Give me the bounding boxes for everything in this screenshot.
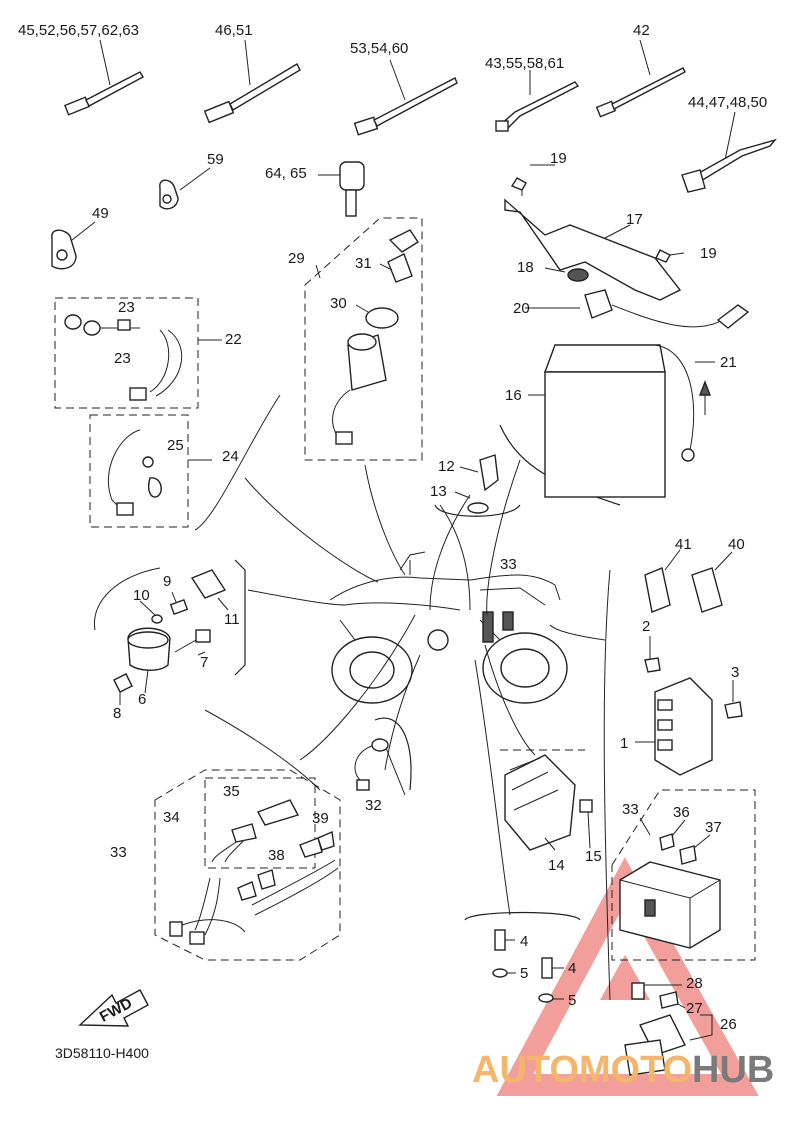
callout-label: 34 [163,809,180,826]
sensor-box-24 [89,414,212,528]
battery-16 [499,289,750,506]
callout-label: 30 [330,295,347,312]
callout-label: 59 [207,151,224,168]
callout-label: 64, 65 [265,165,307,182]
callout-label: 33 [110,844,127,861]
callout-label: 12 [438,458,455,475]
bracket-17 [504,164,685,301]
cable-tie-43 [495,70,580,132]
callout-label: 16 [505,387,522,404]
cable-tie-53 [353,59,458,136]
fuse-box [611,789,756,961]
clip-49 [51,221,96,270]
rectifier-14 [500,749,593,851]
callout-label: 43,55,58,61 [485,55,564,72]
callout-label: 42 [633,22,650,39]
callout-label: 28 [686,975,703,992]
thermo-switch [434,454,521,517]
callout-label: 2 [642,618,650,635]
ignition-key [318,161,365,217]
clip-59 [159,167,211,210]
callout-label: 21 [720,354,737,371]
callout-label: 19 [700,245,717,262]
callout-label: 3 [731,664,739,681]
wire-harness-box [154,769,341,961]
callout-label: 41 [675,536,692,553]
callout-label: 5 [568,992,576,1009]
callout-label: 46,51 [215,22,253,39]
sensor-32 [354,717,412,796]
main-switch-box [304,217,423,461]
callout-label: 8 [113,705,121,722]
callout-label: 15 [585,848,602,865]
callout-label: 20 [513,300,530,317]
callout-label: 40 [728,536,745,553]
callout-label: 18 [517,259,534,276]
callout-label: 38 [268,847,285,864]
callout-label: 1 [620,735,628,752]
callout-label: 5 [520,965,528,982]
callout-label: 4 [568,960,576,977]
callout-label: 33 [622,801,639,818]
callout-label: 27 [686,1000,703,1017]
callout-label: 35 [223,783,240,800]
watermark-logo: AUTOMOTO HUB [472,1049,774,1091]
cable-tie-42 [595,39,686,118]
callout-label: 25 [167,437,184,454]
callout-label: 33 [500,556,517,573]
callout-label: 22 [225,331,242,348]
leader-lines [194,394,611,1001]
relays-cdi [635,549,743,776]
callout-label: 23 [118,299,135,316]
callout-label: 10 [133,587,150,604]
callout-label: 49 [92,205,109,222]
callout-label: 53,54,60 [350,40,408,57]
callout-label: 4 [520,933,528,950]
callout-label: 44,47,48,50 [688,94,767,111]
cap-assy-22 [54,297,222,409]
callout-label: 11 [224,611,240,628]
callout-label: 19 [550,150,567,167]
ignition-coil [93,559,246,705]
callout-label: 13 [430,483,447,500]
fwd-arrow-icon: FWD [78,989,149,1027]
callout-label: 45,52,56,57,62,63 [18,22,139,39]
diagram-code: 3D58110-H400 [55,1045,149,1061]
callout-label: 36 [673,804,690,821]
callout-label: 14 [548,857,565,874]
callout-labels: 45,52,56,57,62,63 46,51 53,54,60 43,55,5… [18,22,767,1033]
callout-label: 31 [355,255,372,272]
callout-label: 6 [138,691,146,708]
callout-label: 9 [163,573,171,590]
watermark-text-left: AUTOMOTO [472,1049,692,1091]
callout-label: 23 [114,350,131,367]
cable-tie-46 [203,39,301,124]
callout-label: 29 [288,250,305,267]
callout-label: 39 [312,810,329,827]
bolts-and-relay [464,911,713,1076]
atv-body [329,551,568,704]
callout-label: 7 [200,654,208,671]
cable-tie-45 [64,39,144,116]
callout-label: 32 [365,797,382,814]
cable-clamp-44 [681,111,777,193]
callout-label: 17 [626,211,643,228]
watermark-text-right: HUB [692,1049,774,1091]
callout-label: 24 [222,448,239,465]
callout-label: 37 [705,819,722,836]
callout-label: 26 [720,1016,737,1033]
